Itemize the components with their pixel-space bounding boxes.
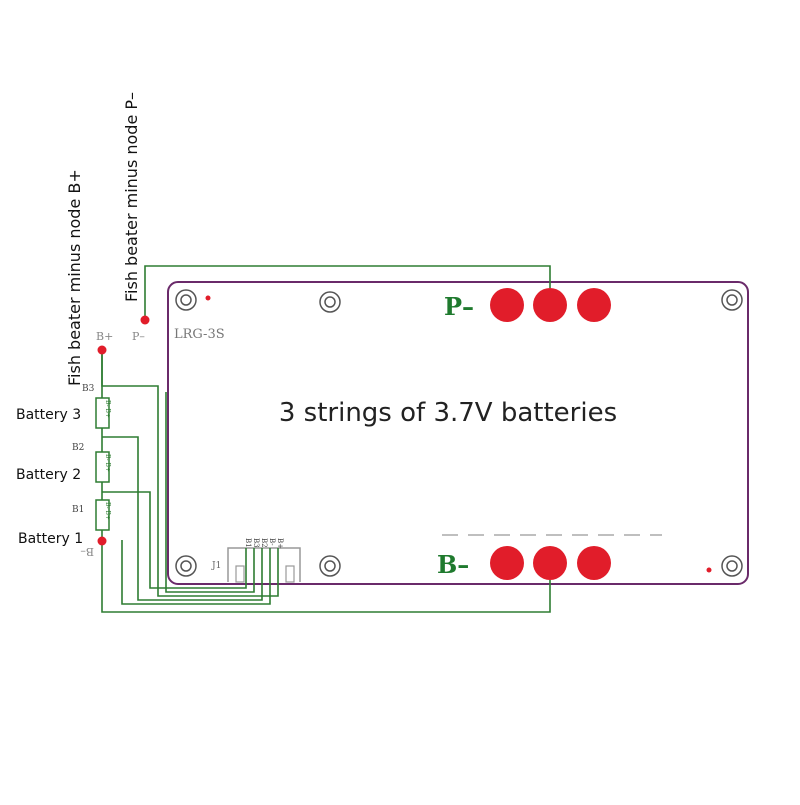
b2-node-label: B2: [72, 443, 84, 453]
connector-pin-b3: B3: [252, 538, 260, 548]
b-minus-pad-2: [533, 546, 567, 580]
b-minus-node-label: B–: [80, 545, 94, 558]
marker-dot-top: [205, 295, 211, 301]
b-plus-node-dot: [97, 345, 107, 355]
wire-b2: [102, 436, 263, 601]
board-model-label: LRG-3S: [174, 327, 225, 342]
b-minus-terminal-label: B–: [437, 550, 469, 579]
b-minus-pad-3: [577, 546, 611, 580]
b1-node-label: B1: [72, 505, 84, 515]
mounting-hole-bottom-left: [175, 555, 197, 577]
connector-pin-b1: B1: [244, 538, 252, 548]
p-minus-node-label: P–: [132, 330, 145, 343]
mounting-hole-top-mid: [319, 291, 341, 313]
callout-b-plus-node: Fish beater minus node B+: [65, 169, 84, 386]
battery-2-name: Battery 2: [16, 467, 81, 483]
mounting-holes: [175, 289, 743, 577]
mounting-hole-bottom-right: [721, 555, 743, 577]
p-minus-pad-1: [490, 288, 524, 322]
battery-1-name: Battery 1: [18, 531, 83, 547]
battery-cell-3: B- B+: [95, 397, 111, 429]
wire-b-minus: [101, 541, 551, 613]
battery-cell-2: B- B+: [95, 451, 111, 483]
connector-pin-b-plus: B+: [276, 538, 284, 549]
battery-cell-1: B- B+: [95, 499, 111, 531]
battery-cell-3-label: B- B+: [104, 400, 111, 418]
battery-3-name: Battery 3: [16, 407, 81, 423]
b-minus-node-dot: [97, 536, 107, 546]
b-minus-pad-1: [490, 546, 524, 580]
p-minus-pad-3: [577, 288, 611, 322]
connector-pin-b2: B2: [260, 538, 268, 548]
wire-pin-b3: [165, 392, 255, 593]
wire-b1: [102, 491, 247, 589]
marker-dot-bottom: [706, 567, 712, 573]
connector-pin-b-minus: B-: [268, 538, 276, 546]
battery-cell-2-label: B- B+: [104, 454, 111, 472]
p-minus-pad-2: [533, 288, 567, 322]
mounting-hole-top-left: [175, 289, 197, 311]
pcb-board: [167, 281, 749, 585]
mounting-hole-top-right: [721, 289, 743, 311]
p-minus-terminal-label: P–: [444, 292, 474, 321]
callout-p-minus-node: Fish beater minus node P–: [122, 92, 141, 302]
wire-p-minus: [144, 265, 551, 320]
board-center-text: 3 strings of 3.7V batteries: [279, 398, 617, 428]
b-plus-node-label: B+: [96, 330, 113, 343]
wire-pin-b-minus: [121, 540, 271, 605]
mounting-hole-bottom-mid: [319, 555, 341, 577]
connector-j1-label: J1: [211, 561, 221, 571]
b3-node-label: B3: [82, 384, 95, 394]
battery-cell-1-label: B- B+: [104, 502, 111, 520]
p-minus-node-dot: [140, 315, 150, 325]
connector-j1: J1 B1 B3 B2 B- B+: [211, 538, 301, 583]
